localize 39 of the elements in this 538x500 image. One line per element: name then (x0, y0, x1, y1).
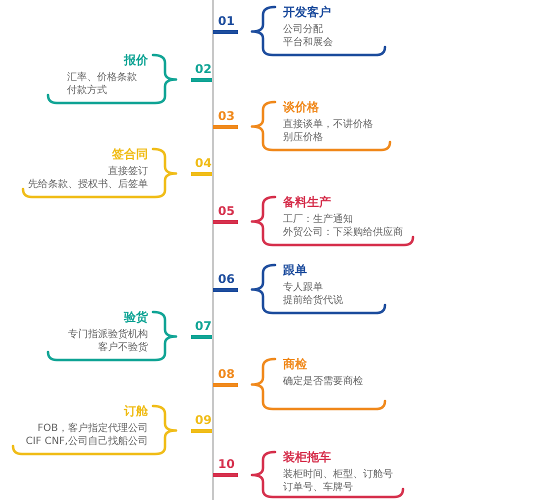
step-number: 07 (195, 318, 212, 332)
step-detail: 汇率、价格条款 (67, 71, 138, 84)
step-title: 装柜拖车 (283, 450, 332, 465)
step-number: 06 (218, 272, 235, 286)
step-detail: 别压价格 (283, 131, 324, 144)
step-detail: 外贸公司：下采购给供应商 (283, 226, 404, 239)
step-title: 商检 (283, 357, 308, 372)
step-title: 订舱 (122, 404, 148, 419)
step-number: 04 (195, 156, 212, 170)
step-detail: 工厂：生产通知 (283, 213, 354, 226)
step-title: 验货 (122, 310, 148, 325)
step-detail: 客户不验货 (97, 341, 148, 354)
step-detail: 直接谈单，不讲价格 (283, 118, 374, 131)
step-title: 备料生产 (283, 195, 332, 210)
step-detail: 提前给货代说 (283, 294, 344, 307)
step-detail: 公司分配 (283, 23, 324, 36)
step-detail: 直接签订 (107, 165, 148, 178)
step-detail: 订单号、车牌号 (283, 481, 354, 494)
step-title: 签合同 (111, 147, 148, 162)
step-number: 03 (218, 108, 235, 122)
step-number: 02 (195, 62, 212, 76)
step-title: 报价 (122, 53, 148, 68)
step-detail: 付款方式 (67, 84, 108, 97)
step-detail: 专人跟单 (283, 281, 324, 294)
step-detail: 确定是否需要商检 (283, 375, 364, 388)
step-number: 05 (218, 204, 235, 218)
step-detail: CIF CNF,公司自己找船公司 (24, 435, 148, 448)
step-detail: FOB，客户指定代理公司 (36, 422, 148, 435)
step-number: 08 (218, 366, 235, 380)
step-title: 开发客户 (283, 5, 332, 20)
step-number: 09 (195, 412, 212, 426)
step-number: 01 (218, 14, 235, 28)
step-number: 10 (218, 457, 235, 471)
step-detail: 平台和展会 (283, 36, 334, 49)
step-detail: 装柜时间、柜型、订舱号 (283, 468, 394, 481)
step-title: 跟单 (283, 263, 308, 278)
step-detail: 专门指派验货机构 (67, 328, 148, 341)
step-title: 谈价格 (283, 100, 320, 115)
step-detail: 先给条款、授权书、后签单 (27, 178, 148, 191)
